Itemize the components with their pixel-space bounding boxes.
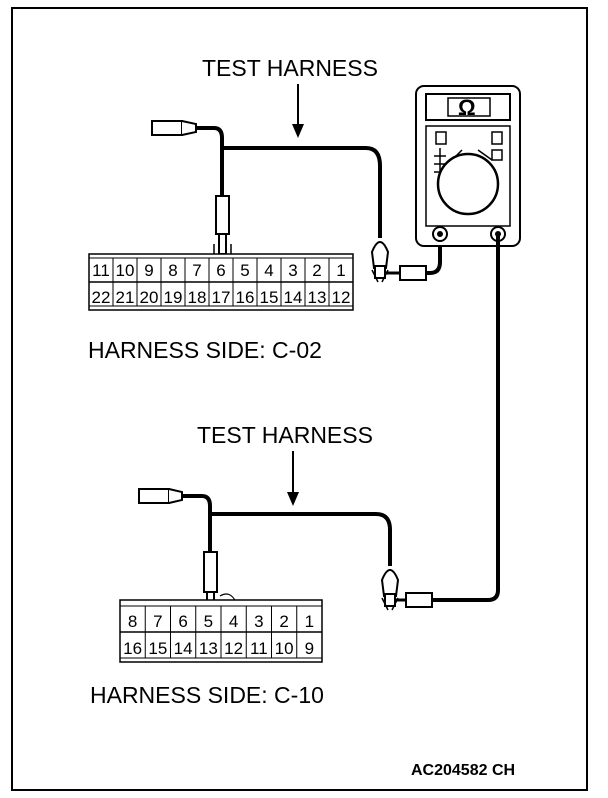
c10-pin-11: 11 bbox=[250, 639, 268, 658]
figure-code: AC204582 CH bbox=[411, 762, 515, 779]
c02-pin-11: 11 bbox=[92, 261, 110, 280]
c10-pin-6: 6 bbox=[178, 612, 187, 631]
harness-side-label-c10: HARNESS SIDE: C-10 bbox=[90, 682, 324, 708]
c02-pin-14: 14 bbox=[284, 288, 303, 307]
c02-pin-15: 15 bbox=[260, 288, 279, 307]
ohm-symbol: Ω bbox=[458, 95, 476, 120]
probe-top bbox=[213, 195, 232, 255]
alligator-clip-top bbox=[370, 241, 390, 283]
test-plug-top bbox=[151, 120, 197, 136]
pointer-arrow-top bbox=[292, 84, 304, 138]
rotary-dial bbox=[436, 152, 500, 216]
c10-pin-16: 16 bbox=[123, 639, 142, 658]
meter-lead-bottom bbox=[432, 234, 500, 602]
c10-pin-10: 10 bbox=[275, 639, 294, 658]
c02-pin-17: 17 bbox=[212, 288, 231, 307]
test-harness-label-top: TEST HARNESS bbox=[202, 55, 378, 81]
c10-pin-2: 2 bbox=[279, 612, 288, 631]
c10-pin-13: 13 bbox=[199, 639, 218, 658]
c02-pin-3: 3 bbox=[288, 261, 297, 280]
c02-pin-6: 6 bbox=[216, 261, 225, 280]
c10-pin-4: 4 bbox=[229, 612, 238, 631]
c10-pin-1: 1 bbox=[305, 612, 314, 631]
c10-pin-12: 12 bbox=[224, 639, 243, 658]
c10-pin-15: 15 bbox=[148, 639, 167, 658]
c02-pin-10: 10 bbox=[116, 261, 135, 280]
c02-pin-2: 2 bbox=[312, 261, 321, 280]
meter-lead-plug bbox=[386, 265, 427, 281]
test-harness-cable-bottom bbox=[182, 494, 392, 566]
c10-pin-8: 8 bbox=[128, 612, 137, 631]
c02-pin-16: 16 bbox=[236, 288, 255, 307]
c02-pin-21: 21 bbox=[116, 288, 135, 307]
c02-pin-5: 5 bbox=[240, 261, 249, 280]
test-plug-bottom bbox=[138, 488, 183, 504]
test-harness-label-bottom: TEST HARNESS bbox=[197, 422, 373, 448]
c02-pin-4: 4 bbox=[264, 261, 273, 280]
c02-pin-20: 20 bbox=[140, 288, 159, 307]
c02-pin-12: 12 bbox=[332, 288, 351, 307]
meter-lead-top bbox=[426, 234, 442, 275]
c10-pin-5: 5 bbox=[204, 612, 213, 631]
c10-pin-3: 3 bbox=[254, 612, 263, 631]
c02-pin-7: 7 bbox=[192, 261, 201, 280]
c10-pin-9: 9 bbox=[305, 639, 314, 658]
c02-pin-19: 19 bbox=[164, 288, 183, 307]
test-harness-cable-top bbox=[197, 126, 382, 238]
c02-pin-22: 22 bbox=[92, 288, 111, 307]
harness-side-label-c02: HARNESS SIDE: C-02 bbox=[88, 337, 322, 363]
c02-pin-1: 1 bbox=[336, 261, 345, 280]
figure-frame bbox=[11, 7, 588, 791]
c02-pin-13: 13 bbox=[308, 288, 327, 307]
c10-pin-14: 14 bbox=[174, 639, 193, 658]
alligator-clip-bottom bbox=[380, 569, 433, 611]
multimeter: Ω bbox=[415, 85, 521, 247]
pointer-arrow-bottom bbox=[287, 451, 299, 506]
c02-pin-9: 9 bbox=[144, 261, 153, 280]
c10-pin-7: 7 bbox=[153, 612, 162, 631]
c02-pin-8: 8 bbox=[168, 261, 177, 280]
c02-pin-18: 18 bbox=[188, 288, 207, 307]
